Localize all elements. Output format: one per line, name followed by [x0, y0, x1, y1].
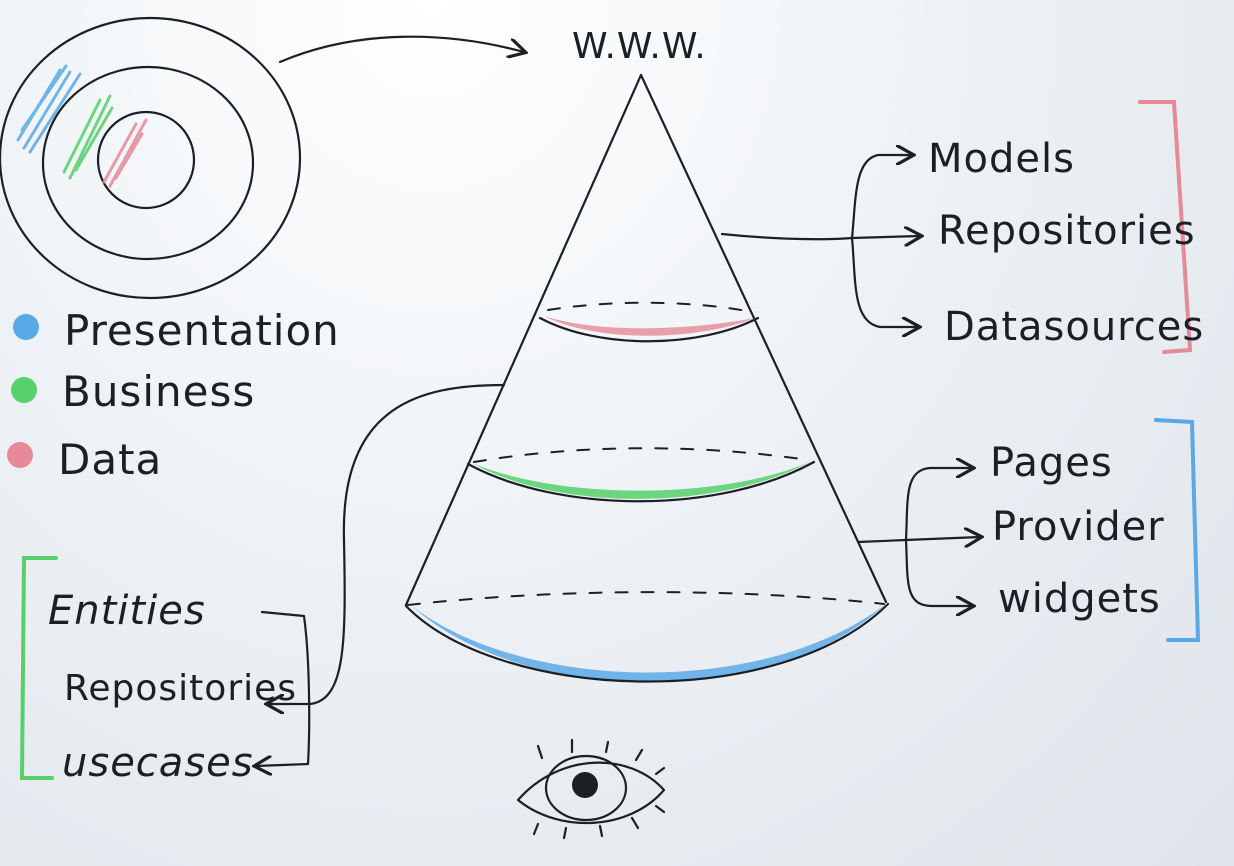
presentation-hatch — [16, 64, 82, 154]
legend-presentation: Presentation — [64, 306, 340, 355]
arrow-to-www — [278, 35, 524, 64]
eye-icon — [516, 738, 666, 840]
cone — [404, 73, 890, 683]
www-label: W.W.W. — [572, 26, 707, 67]
presentation-band-fill — [412, 604, 886, 683]
label-models: Models — [928, 136, 1075, 182]
data-bracket — [1138, 100, 1193, 354]
onion-circles — [0, 16, 302, 300]
legend-business: Business — [62, 367, 255, 416]
data-hatch — [102, 118, 148, 188]
data-band-fill — [544, 316, 755, 336]
label-entities: Entities — [48, 588, 206, 634]
business-bracket — [19, 556, 58, 780]
presentation-dot — [13, 314, 39, 340]
presentation-bracket — [1154, 418, 1201, 642]
label-pages: Pages — [990, 440, 1113, 486]
business-band-fill — [472, 462, 810, 499]
business-layer-arrows — [256, 383, 506, 766]
business-hatch — [62, 94, 114, 180]
label-datasources: Datasources — [944, 304, 1204, 350]
label-provider: Provider — [992, 504, 1165, 550]
business-dot — [11, 377, 37, 403]
data-layer-arrows — [720, 155, 920, 327]
label-repositories-data: Repositories — [938, 208, 1196, 254]
legend-data: Data — [58, 435, 162, 484]
data-dot — [7, 442, 33, 468]
presentation-layer-arrows — [856, 468, 980, 606]
label-widgets: widgets — [998, 576, 1161, 622]
label-usecases: usecases — [62, 740, 254, 786]
label-repositories-business: Repositories — [64, 668, 297, 709]
